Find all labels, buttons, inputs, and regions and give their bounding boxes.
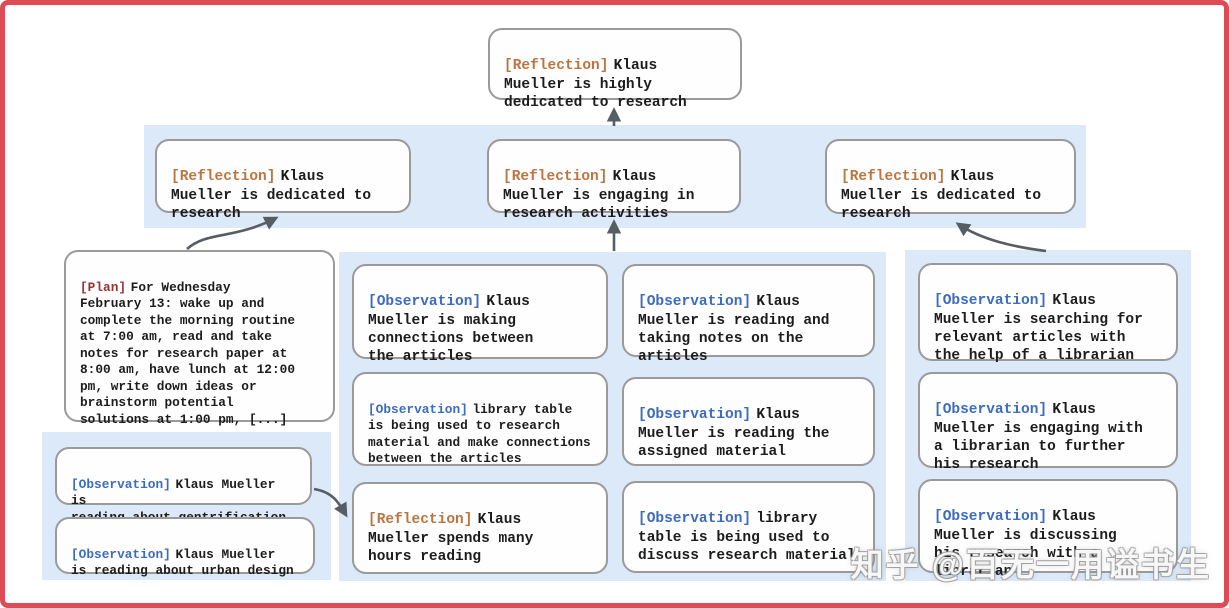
node-text: Klaus Mueller is making connections betw… [368,294,534,366]
observation-tag: [Observation] [71,546,171,562]
node-text: Klaus Mueller is engaging with a librari… [934,402,1143,474]
node-observation-library-research: [Observation]library table is being used… [352,372,608,466]
observation-tag: [Observation] [638,407,752,424]
node-text: Klaus Mueller is highly dedicated to res… [504,58,687,111]
observation-tag: [Observation] [368,401,468,417]
reflection-tag: [Reflection] [171,169,276,186]
reflection-tag: [Reflection] [504,58,609,75]
reflection-tag: [Reflection] [368,512,473,529]
node-text: Klaus Mueller is searching for relevant … [934,293,1143,365]
observation-tag: [Observation] [638,511,752,528]
node-text: Klaus Mueller is reading and taking note… [638,294,830,366]
node-plan: [Plan]For Wednesday February 13: wake up… [64,250,335,427]
node-observation-assigned-material: [Observation]Klaus Mueller is reading th… [622,377,875,466]
observation-tag: [Observation] [934,293,1048,310]
node-text: Klaus Mueller is dedicated to research [841,169,1042,222]
node-observation-library-discuss: [Observation]library table is being used… [622,481,875,573]
node-observation-gentrification: [Observation]Klaus Mueller is reading ab… [55,447,312,525]
node-text: library table is being used to discuss r… [638,511,856,564]
node-text: Klaus Mueller is dedicated to research [171,169,372,222]
observation-tag: [Observation] [934,402,1048,419]
node-observation-connections: [Observation]Klaus Mueller is making con… [352,264,608,365]
plan-tag: [Plan] [80,279,127,295]
reflection-tag: [Reflection] [503,169,608,186]
node-reflection-1: [Reflection]Klaus Mueller is dedicated t… [155,139,411,222]
reflection-tag: [Reflection] [841,169,946,186]
node-observation-searching-articles: [Observation]Klaus Mueller is searching … [918,263,1178,365]
node-text: Klaus Mueller is engaging in research ac… [503,169,695,222]
node-text: library table is being used to research … [368,401,591,467]
node-observation-urban-design: [Observation]Klaus Mueller is reading ab… [55,517,315,578]
node-reflection-root: [Reflection]Klaus Mueller is highly dedi… [488,28,742,111]
node-observation-engaging-librarian: [Observation]Klaus Mueller is engaging w… [918,372,1178,473]
node-observation-taking-notes: [Observation]Klaus Mueller is reading an… [622,264,875,365]
zhihu-watermark: 知乎 @百无一用谥书生 [850,546,1211,583]
observation-tag: [Observation] [934,509,1048,526]
node-text: Klaus Mueller spends many hours reading [368,512,534,565]
node-text: For Wednesday February 13: wake up and c… [80,279,296,427]
node-reflection-2: [Reflection]Klaus Mueller is engaging in… [487,139,741,222]
observation-tag: [Observation] [368,294,482,311]
node-text: Klaus Mueller is reading the assigned ma… [638,407,830,460]
node-reflection-3: [Reflection]Klaus Mueller is dedicated t… [825,139,1076,222]
observation-tag: [Observation] [638,294,752,311]
node-observation-discussing-research: [Observation]Klaus Mueller is discussing… [918,479,1178,580]
node-text: Klaus Mueller is reading about urban des… [71,546,294,579]
node-text: Klaus Mueller is discussing his research… [934,509,1117,581]
observation-tag: [Observation] [71,476,171,492]
node-reflection-hours-reading: [Reflection]Klaus Mueller spends many ho… [352,482,608,574]
